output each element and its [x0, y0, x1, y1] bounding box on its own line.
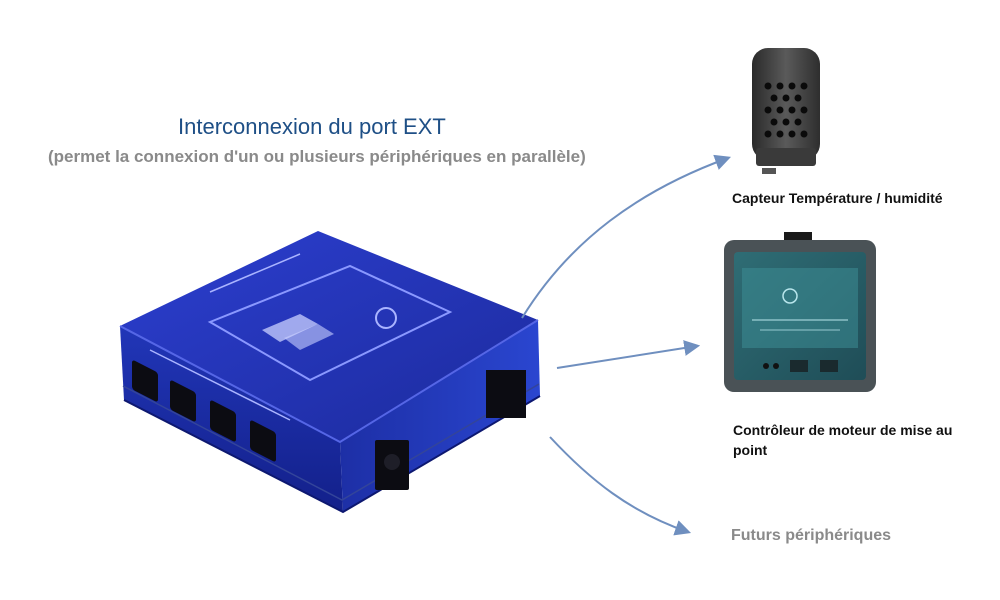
motor-controller-label: Contrôleur de moteur de mise au point [733, 422, 953, 458]
arrow-to-motor-controller [556, 340, 701, 369]
arrow-to-future [549, 436, 692, 536]
sensor-device [752, 48, 820, 174]
power-box-device [119, 231, 541, 514]
motor-controller-device [724, 232, 876, 392]
diagram-title: Interconnexion du port EXT [178, 114, 446, 139]
arrow-to-sensor [521, 154, 732, 319]
future-peripherals-label: Futurs périphériques [731, 527, 892, 544]
diagram-subtitle: (permet la connexion d'un ou plusieurs p… [48, 147, 586, 166]
sensor-label: Capteur Température / humidité [732, 190, 943, 206]
